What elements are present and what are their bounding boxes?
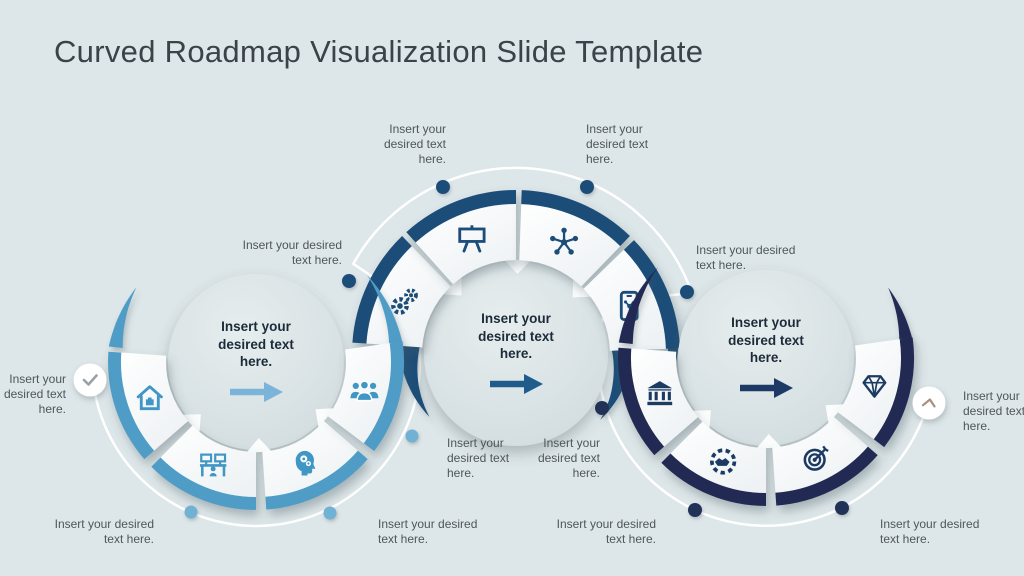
- phase-1-segment-creative-mind[interactable]: [262, 421, 368, 510]
- placeholder-label[interactable]: Insert your desired text here.: [378, 517, 478, 546]
- placeholder-label[interactable]: Insert your desired text here.: [447, 436, 510, 480]
- phase-2-wedge: [519, 202, 622, 287]
- placeholder-label[interactable]: Insert your desired text here.: [586, 122, 649, 166]
- phase-3-hub-notch: [756, 434, 782, 449]
- start-marker: [73, 363, 107, 397]
- phase-3-arc-band: [873, 337, 915, 448]
- end-marker: [912, 386, 946, 420]
- phase-2-wedge: [583, 248, 668, 351]
- phase-3-wedge: [669, 421, 766, 495]
- phase-2-arc-band: [623, 240, 680, 349]
- phase-2-arrow-icon: [490, 374, 543, 394]
- hub-placeholder-text[interactable]: Insert your desired text here.: [728, 315, 804, 366]
- phase-1-arc-band: [108, 351, 155, 460]
- phase-3-segment-diamond[interactable]: [837, 337, 915, 448]
- phase-3-segment-target[interactable]: [772, 417, 878, 506]
- phase-1-arc-band: [265, 450, 368, 510]
- phase-3-ribbon-taper: [618, 267, 658, 344]
- path-dot: [580, 180, 594, 194]
- path-dot: [436, 180, 450, 194]
- path-dot: [688, 503, 702, 517]
- phase-1-arrow-icon: [230, 382, 283, 402]
- phase-3-arc-band: [775, 446, 878, 506]
- roadmap-connector-path: [91, 166, 931, 528]
- phase-1-segment-meeting-desks[interactable]: [151, 425, 256, 511]
- phase-2-arc-band: [521, 190, 630, 247]
- phase-2-hub-notch: [572, 278, 592, 298]
- phase-2-arc-band: [352, 236, 412, 344]
- phase-1-hub-notch: [181, 414, 201, 434]
- phase-2-hub-circle[interactable]: [424, 262, 608, 446]
- phase-1-group: [108, 274, 405, 511]
- phase-3-arrow-icon: [740, 378, 793, 398]
- phase-1-segment-team[interactable]: [327, 341, 405, 452]
- phase-2-wedge: [364, 244, 451, 348]
- path-dot: [323, 506, 337, 520]
- phase-3-hub-notch: [691, 410, 711, 430]
- placeholder-label[interactable]: Insert your desired text here.: [963, 389, 1024, 433]
- phase-1-hub-notch: [315, 408, 335, 428]
- placeholder-label[interactable]: Insert your desired text here.: [556, 517, 656, 546]
- path-dot: [595, 401, 609, 415]
- phase-2-segment-gears[interactable]: [352, 236, 451, 348]
- hub-placeholder-text[interactable]: Insert your desired text here.: [478, 311, 554, 362]
- phase-3-arc-band: [661, 453, 766, 507]
- path-dot: [342, 274, 356, 288]
- slide-title: Curved Roadmap Visualization Slide Templ…: [54, 34, 704, 69]
- phase-1-hub-notch: [246, 438, 272, 453]
- phase-1-arc-band: [151, 457, 256, 511]
- phase-3-ribbon-taper: [888, 287, 914, 344]
- phase-2-segment-network[interactable]: [519, 190, 630, 287]
- phase-2-arc-band: [406, 190, 516, 243]
- path-dot: [835, 501, 849, 515]
- phase-3-segment-bank[interactable]: [618, 347, 699, 456]
- phase-2-segment-mobile-app[interactable]: [583, 240, 680, 351]
- placeholder-label[interactable]: Insert your desired text here.: [242, 238, 342, 267]
- phase-3-hub-circle[interactable]: [678, 270, 854, 446]
- phase-2-segment-billboard[interactable]: [406, 190, 516, 285]
- phase-1-hub-circle[interactable]: [168, 274, 344, 450]
- placeholder-label[interactable]: Insert your desired text here.: [696, 243, 796, 272]
- phase-3-arc-band: [618, 347, 665, 456]
- phase-1-arc-band: [363, 341, 405, 452]
- phase-2-hub-notch: [504, 259, 531, 274]
- path-dot: [405, 429, 419, 443]
- phase-1-ribbon-taper: [108, 287, 137, 348]
- phase-1-segment-home[interactable]: [108, 351, 189, 460]
- phase-3-wedge: [772, 417, 870, 495]
- hub-placeholder-text[interactable]: Insert your desired text here.: [218, 319, 294, 370]
- phase-1-ribbon-taper: [367, 275, 404, 348]
- path-dot: [184, 505, 198, 519]
- phase-3-group: [618, 267, 915, 507]
- placeholder-label[interactable]: Insert your desired text here.: [54, 517, 154, 546]
- path-dot: [680, 285, 694, 299]
- placeholder-label[interactable]: Insert your desired text here.: [537, 436, 600, 480]
- phase-2-ribbon-taper: [398, 341, 430, 417]
- placeholder-label[interactable]: Insert your desired text here.: [3, 372, 66, 416]
- phase-3-hub-notch: [825, 404, 845, 424]
- phase-2-group: [352, 190, 680, 446]
- placeholder-label[interactable]: Insert your desired text here.: [880, 517, 980, 546]
- phase-3-segment-partnership[interactable]: [661, 421, 766, 507]
- placeholder-label[interactable]: Insert your desired text here.: [383, 122, 446, 166]
